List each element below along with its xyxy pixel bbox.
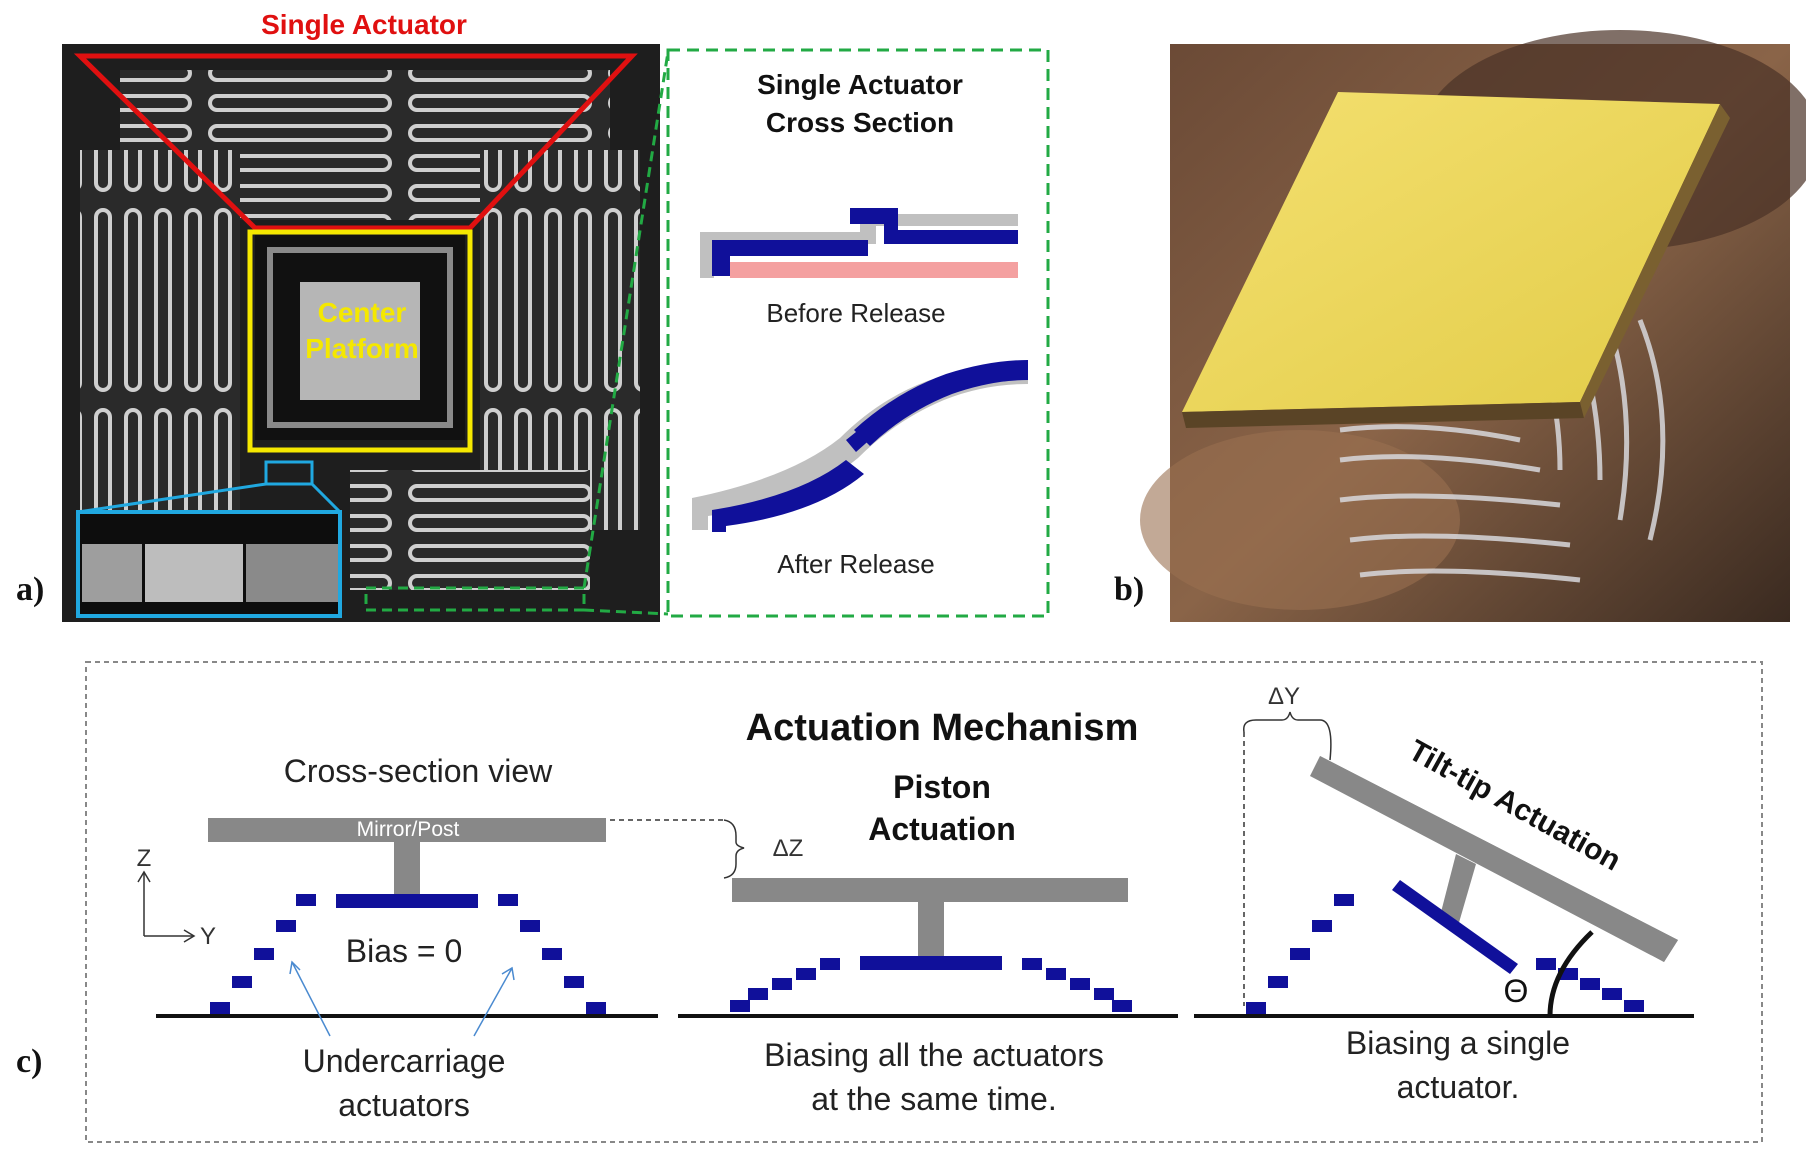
cross-section-title-1: Single Actuator <box>757 69 963 100</box>
before-release-drawing <box>700 208 1018 278</box>
panel-a-label: a) <box>16 571 44 608</box>
undercarriage-arrows <box>289 960 515 1037</box>
after-release-label: After Release <box>777 549 935 579</box>
tilt-tip-label: Tilt-tip Actuation <box>1403 734 1626 878</box>
tilt-undercarriage-right <box>1536 958 1644 1012</box>
tilt-caption-1: Biasing a single <box>1346 1025 1570 1061</box>
zoom-source-box <box>264 460 314 486</box>
axis-y-label: Y <box>200 923 216 950</box>
delta-y-indicator <box>1243 711 1332 1006</box>
tilted-bias-plate <box>1392 880 1518 974</box>
cross-section-title-2: Cross Section <box>766 107 954 138</box>
zoom-inset <box>76 510 342 618</box>
undercarriage-label-2: actuators <box>338 1087 470 1123</box>
tilt-undercarriage-left <box>1246 894 1354 1014</box>
panel-b: b) <box>1114 30 1806 622</box>
tilt-caption-2: actuator. <box>1397 1069 1520 1105</box>
before-release-label: Before Release <box>766 298 945 328</box>
sem-image <box>62 44 660 622</box>
bias-zero-label: Bias = 0 <box>346 933 463 969</box>
cross-section-view-label: Cross-section view <box>284 753 553 789</box>
mirror-post-bar <box>208 818 606 842</box>
center-platform-surface <box>300 282 420 400</box>
panel-c-label: c) <box>16 1043 42 1080</box>
device-photo <box>1140 30 1806 622</box>
theta-label: Θ <box>1504 973 1529 1009</box>
undercarriage-right <box>498 894 606 1014</box>
panel-b-label: b) <box>1114 571 1144 608</box>
center-platform-label-2: Platform <box>305 333 419 364</box>
center-platform-label-1: Center <box>318 297 407 328</box>
undercarriage-left <box>210 894 316 1014</box>
piston-actuation: Piston Actuation Biasing all the actuato… <box>678 769 1178 1117</box>
piston-undercarriage-left <box>730 958 840 1012</box>
panel-a: a) Single Actuator Center Platform <box>16 9 1050 622</box>
center-platform-outline <box>247 229 473 453</box>
undercarriage-label-1: Undercarriage <box>303 1043 506 1079</box>
delta-z-indicator <box>610 819 745 879</box>
tilt-tip-actuation: ΔY Tilt-tip Actuation <box>1194 683 1694 1105</box>
piston-caption-2: at the same time. <box>811 1081 1056 1117</box>
actuation-mechanism-title: Actuation Mechanism <box>746 707 1139 749</box>
piston-caption-1: Biasing all the actuators <box>764 1037 1104 1073</box>
panel-c-frame <box>85 661 1763 1143</box>
cross-section-view: Cross-section view Mirror/Post <box>137 753 658 1123</box>
after-release-drawing <box>692 360 1028 532</box>
single-actuator-outline <box>73 53 638 231</box>
panel-c: c) Actuation Mechanism Cross-section vie… <box>16 661 1763 1143</box>
single-actuator-title: Single Actuator <box>261 9 467 40</box>
piston-label-2: Actuation <box>868 811 1016 847</box>
theta-arc <box>1547 930 1594 1017</box>
axis-indicator <box>137 870 196 943</box>
piston-undercarriage-right <box>1022 958 1132 1012</box>
mirror-plate <box>1182 92 1720 412</box>
piston-label-1: Piston <box>893 769 991 805</box>
mirror-post-label: Mirror/Post <box>357 818 460 841</box>
delta-y-label: ΔY <box>1268 683 1300 710</box>
cross-section-source-box <box>364 586 586 612</box>
delta-z-label: ΔZ <box>773 835 804 862</box>
axis-z-label: Z <box>137 845 152 872</box>
